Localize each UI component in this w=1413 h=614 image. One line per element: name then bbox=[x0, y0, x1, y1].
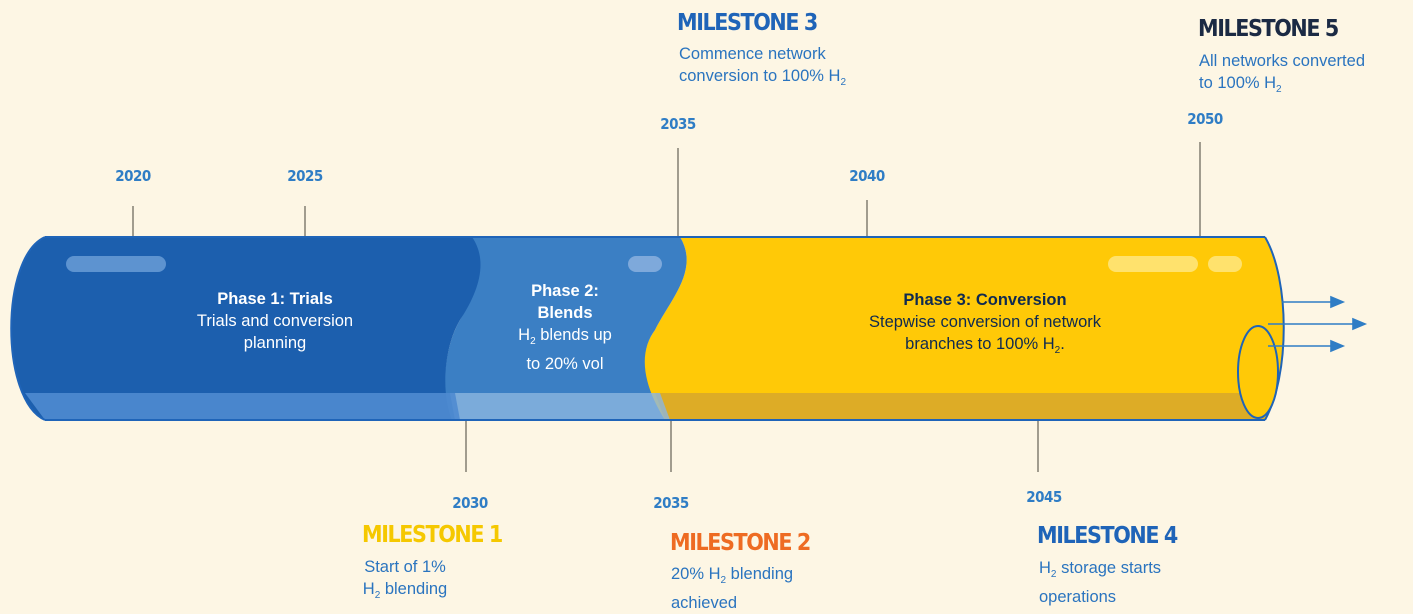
milestone-2-text: 20% H2 blending achieved bbox=[671, 565, 794, 612]
phase-title: Phase 1: Trials bbox=[217, 290, 333, 308]
phase-title: Blends bbox=[537, 304, 593, 322]
phase-description: branches to 100% H2. bbox=[905, 335, 1065, 356]
phase-1-label: Phase 1: Trials Trials and conversion pl… bbox=[150, 288, 400, 354]
year-label-2025: 2025 bbox=[287, 167, 323, 185]
pipe-phase1-shade bbox=[25, 393, 460, 420]
pipe-highlight bbox=[66, 256, 166, 272]
milestone-3-title: MILESTONE 3 bbox=[677, 10, 818, 36]
phase-2-label: Phase 2: Blends H2 blends up to 20% vol bbox=[490, 280, 640, 375]
milestone-2-title: MILESTONE 2 bbox=[670, 530, 811, 556]
phase-description: planning bbox=[243, 334, 307, 352]
milestone-4-title: MILESTONE 4 bbox=[1037, 523, 1178, 549]
pipe-highlight bbox=[1208, 256, 1242, 272]
year-label-2040: 2040 bbox=[849, 167, 885, 185]
milestone-3-text: Commence network conversion to 100% H2 bbox=[679, 45, 846, 88]
phase-description: H2 blends up bbox=[518, 326, 612, 347]
pipe-phase2-shade bbox=[450, 393, 670, 420]
milestone-1-text: Start of 1% H2 blending bbox=[362, 558, 448, 601]
pipe-phase3 bbox=[643, 237, 1284, 420]
year-label-2035-bottom: 2035 bbox=[653, 494, 689, 512]
pipe-opening bbox=[1237, 325, 1279, 419]
milestone-4-text: H2 storage starts operations bbox=[1039, 559, 1162, 606]
flow-arrows bbox=[1268, 295, 1368, 353]
milestone-5-title: MILESTONE 5 bbox=[1198, 16, 1339, 42]
pipe-outline bbox=[10, 236, 1265, 421]
pipe-phase1 bbox=[11, 237, 481, 420]
pipe-phase2 bbox=[444, 237, 687, 420]
year-label-2030: 2030 bbox=[452, 494, 488, 512]
year-label-2035-top: 2035 bbox=[660, 115, 696, 133]
phase-description: Stepwise conversion of network bbox=[868, 313, 1102, 331]
milestone-5-text: All networks converted to 100% H2 bbox=[1199, 52, 1365, 95]
phase-title: Phase 2: bbox=[531, 282, 599, 300]
phase-description: Trials and conversion bbox=[196, 312, 354, 330]
phase-title: Phase 3: Conversion bbox=[903, 291, 1067, 309]
milestone-1-title: MILESTONE 1 bbox=[362, 522, 503, 548]
year-label-2020: 2020 bbox=[115, 167, 151, 185]
pipe-highlight bbox=[628, 256, 662, 272]
phase-3-label: Phase 3: Conversion Stepwise conversion … bbox=[825, 289, 1145, 362]
tick-lines bbox=[132, 142, 1201, 472]
phase-description: to 20% vol bbox=[526, 355, 604, 373]
year-label-2050: 2050 bbox=[1187, 110, 1223, 128]
pipe-highlight bbox=[1108, 256, 1198, 272]
year-label-2045: 2045 bbox=[1026, 488, 1062, 506]
pipe-phase3-shade bbox=[655, 393, 1265, 420]
